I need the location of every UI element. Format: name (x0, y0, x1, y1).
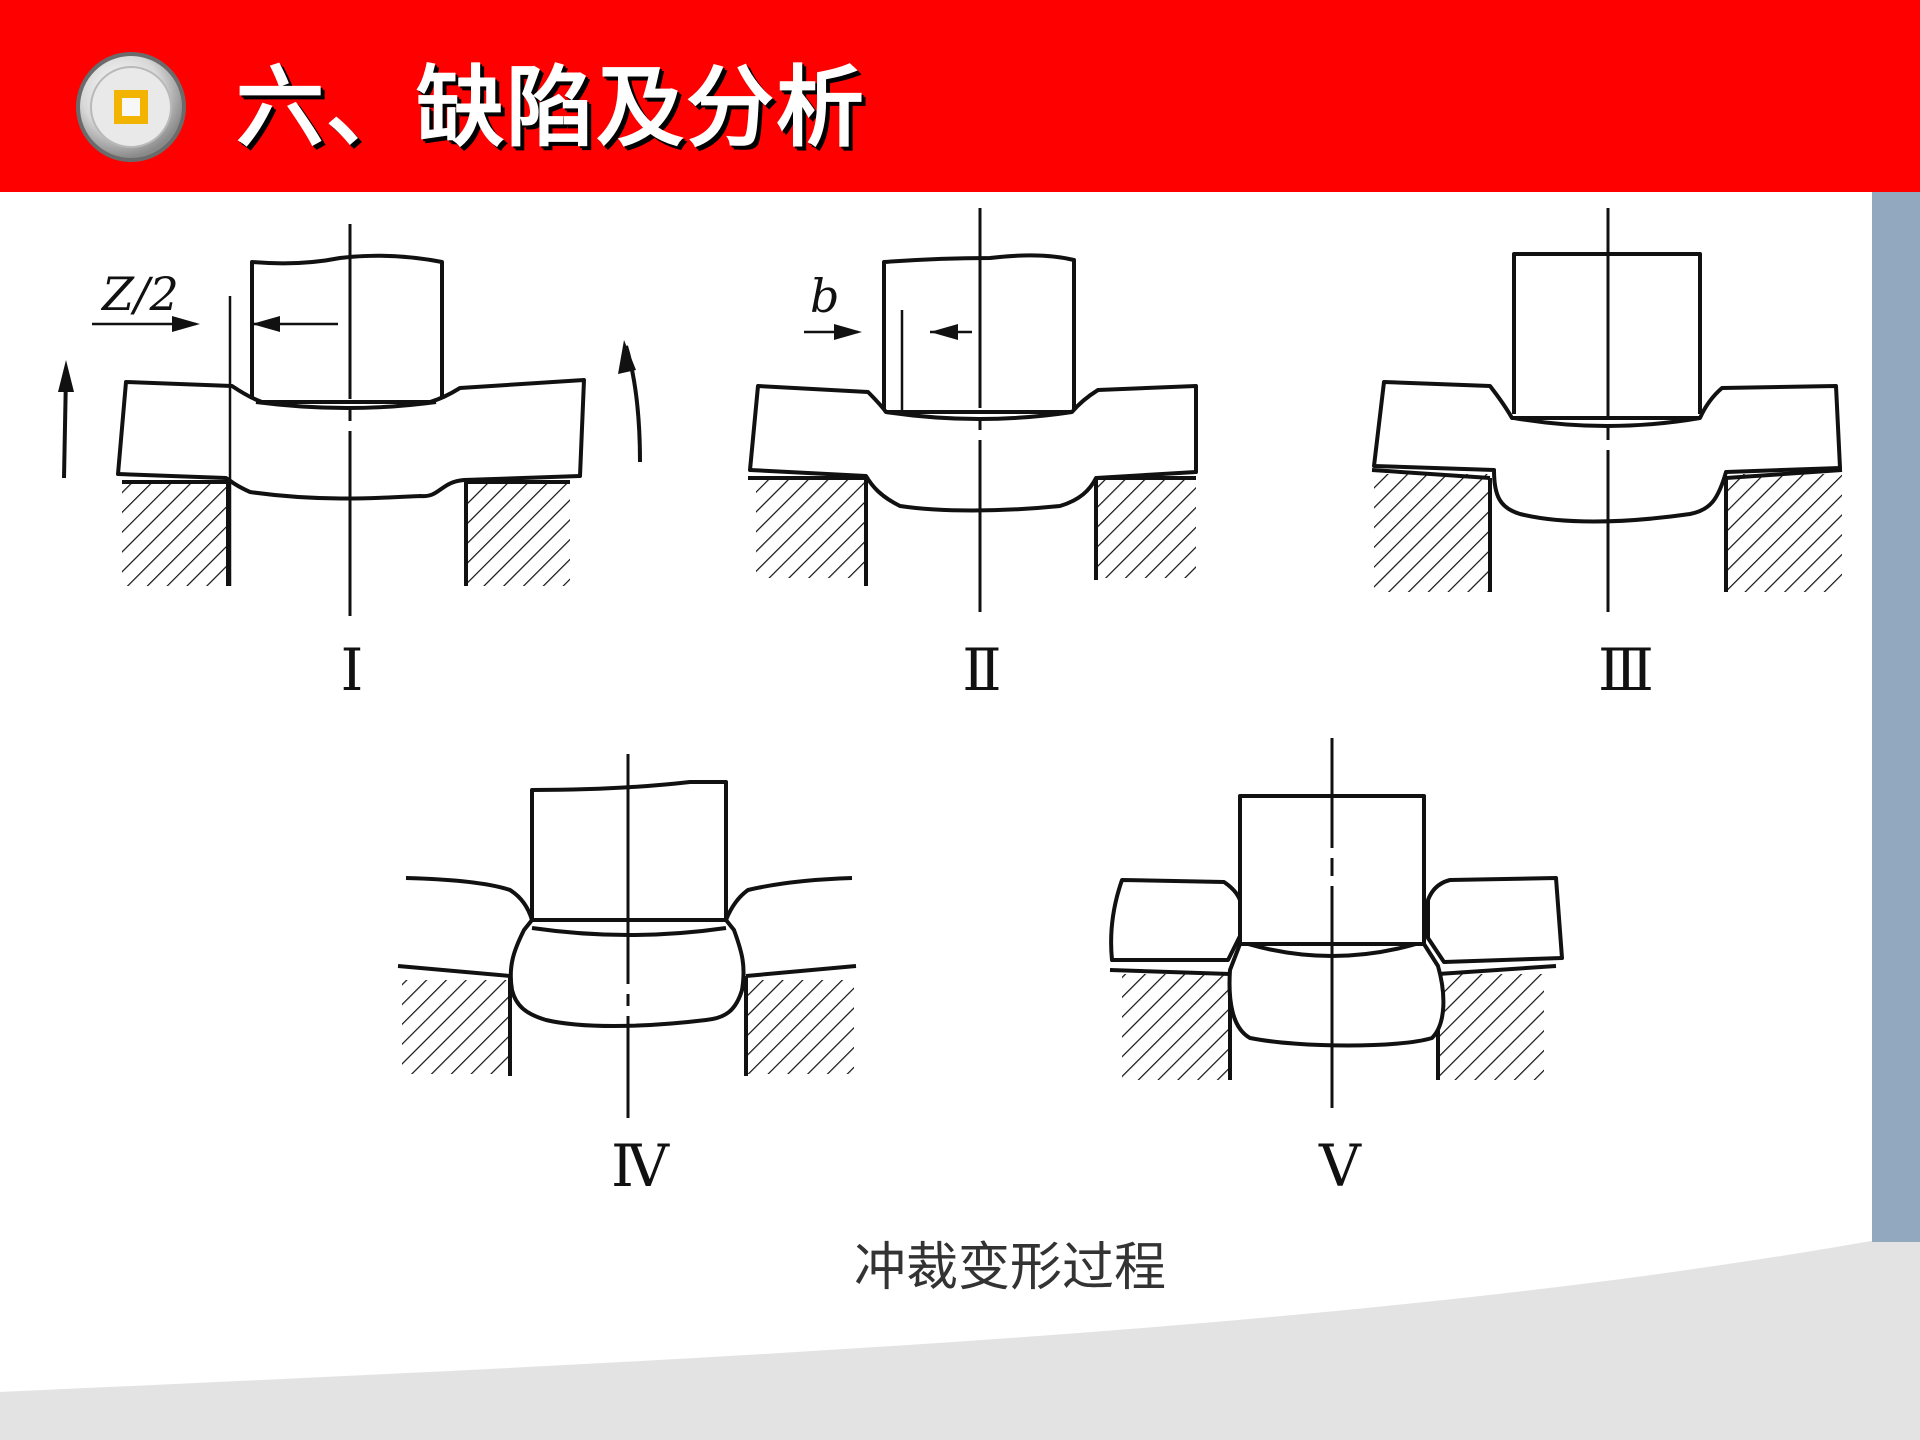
stage-2-label: Ⅱ (962, 636, 1001, 704)
stage-4-label: Ⅳ (611, 1132, 670, 1200)
stage-1-dimension-label: Z/2 (100, 267, 179, 321)
stage-5-label: Ⅴ (1318, 1132, 1362, 1200)
die-left (122, 482, 228, 586)
sheet-right (1426, 876, 1564, 964)
die-right (1438, 974, 1544, 1080)
punch (250, 253, 444, 398)
die-right (1726, 474, 1842, 592)
die-right (1096, 478, 1196, 578)
stage-3-label: Ⅲ (1598, 636, 1654, 704)
slug (1227, 942, 1446, 1048)
sheet-left (1109, 878, 1242, 962)
stage-5 (1109, 794, 1564, 1080)
header-bar: 六、缺陷及分析 (0, 0, 1920, 192)
sheet-upper (405, 876, 534, 921)
die-right (466, 482, 570, 586)
diagram-caption: 冲裁变形过程 (853, 1238, 1166, 1298)
die-left (1122, 974, 1230, 1080)
square-emblem-icon (76, 52, 186, 162)
die-right (746, 980, 854, 1074)
slide-title: 六、缺陷及分析 (236, 56, 867, 159)
stage-1-label: Ⅰ (341, 636, 364, 704)
die-left (756, 478, 866, 578)
side-bar (1872, 192, 1920, 1242)
die-left (1374, 474, 1490, 592)
die-left (402, 980, 510, 1074)
sheet (748, 384, 1198, 513)
stage-2-dimension-label: b (810, 269, 839, 323)
